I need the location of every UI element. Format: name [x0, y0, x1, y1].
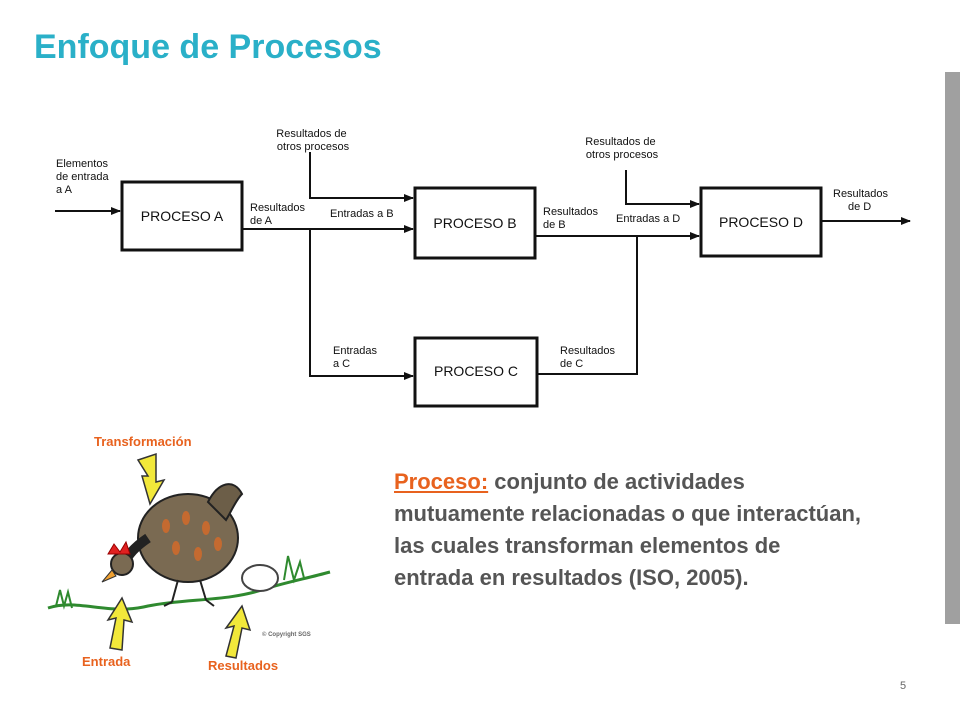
process-a-box	[120, 180, 244, 252]
process-c-label: PROCESO C	[434, 363, 518, 379]
input-arrow-icon	[106, 596, 134, 651]
definition-text: conjunto de actividades mutuamente relac…	[394, 469, 862, 590]
process-d-box	[699, 186, 823, 258]
hen-body-shape	[137, 493, 239, 583]
other-results-b-label: Resultados de otros procesos	[276, 128, 349, 153]
definition-term: Proceso:	[394, 469, 489, 494]
a-to-c-arrow	[309, 229, 414, 380]
output-label: Resultados	[208, 658, 278, 673]
process-d-label: PROCESO D	[719, 214, 803, 230]
transform-label: Transformación	[94, 434, 192, 449]
c-to-d-line	[537, 236, 638, 375]
other-results-to-b-arrow	[309, 152, 414, 202]
other-results-to-d-arrow	[625, 170, 700, 208]
process-flow-diagram: PROCESO A PROCESO B PROCESO D PROCESO C …	[55, 128, 911, 408]
hen-feather-spots	[162, 511, 222, 561]
slide-title: Enfoque de Procesos	[34, 28, 382, 66]
inputs-c-label: Entradas a C	[333, 345, 380, 370]
egg-shape	[241, 564, 279, 592]
process-c-box	[413, 336, 539, 408]
illustration-copyright: © Copyright SGS	[262, 631, 311, 638]
process-a-label: PROCESO A	[141, 208, 224, 224]
ground-vine	[47, 570, 331, 611]
results-a-label: Resultados de A	[250, 202, 308, 227]
grass-tuft-right	[283, 555, 305, 584]
inputs-b-label: Entradas a B	[330, 208, 394, 220]
results-c-label: Resultados de C	[560, 345, 618, 370]
inputs-d-label: Entradas a D	[616, 213, 680, 225]
process-b-label: PROCESO B	[433, 215, 516, 231]
output-arrow-icon	[224, 604, 252, 659]
other-results-d-label: Resultados de otros procesos	[585, 136, 658, 161]
input-label: Entrada	[82, 654, 131, 669]
inputs-a-label: Elementos de entrada a A	[56, 158, 112, 196]
hen-comb-icon	[107, 540, 131, 555]
results-d-label: Resultados de D	[833, 188, 891, 213]
hen-legs	[163, 579, 215, 607]
connector-lines	[55, 152, 911, 380]
results-b-label: Resultados de B	[543, 206, 601, 231]
process-b-box	[413, 186, 537, 260]
hen-beak-icon	[101, 569, 117, 583]
hen-tail-shape	[206, 483, 244, 522]
hen-egg-illustration: Transformación © Copyright SGS Entrada R…	[47, 434, 331, 673]
transform-arrow-icon	[136, 452, 166, 506]
right-side-bar	[945, 72, 960, 624]
process-definition: Proceso: conjunto de actividades mutuame…	[394, 466, 864, 594]
grass-tuft-left	[55, 588, 73, 610]
page-number: 5	[900, 680, 907, 692]
hen-head-shape	[110, 552, 134, 576]
